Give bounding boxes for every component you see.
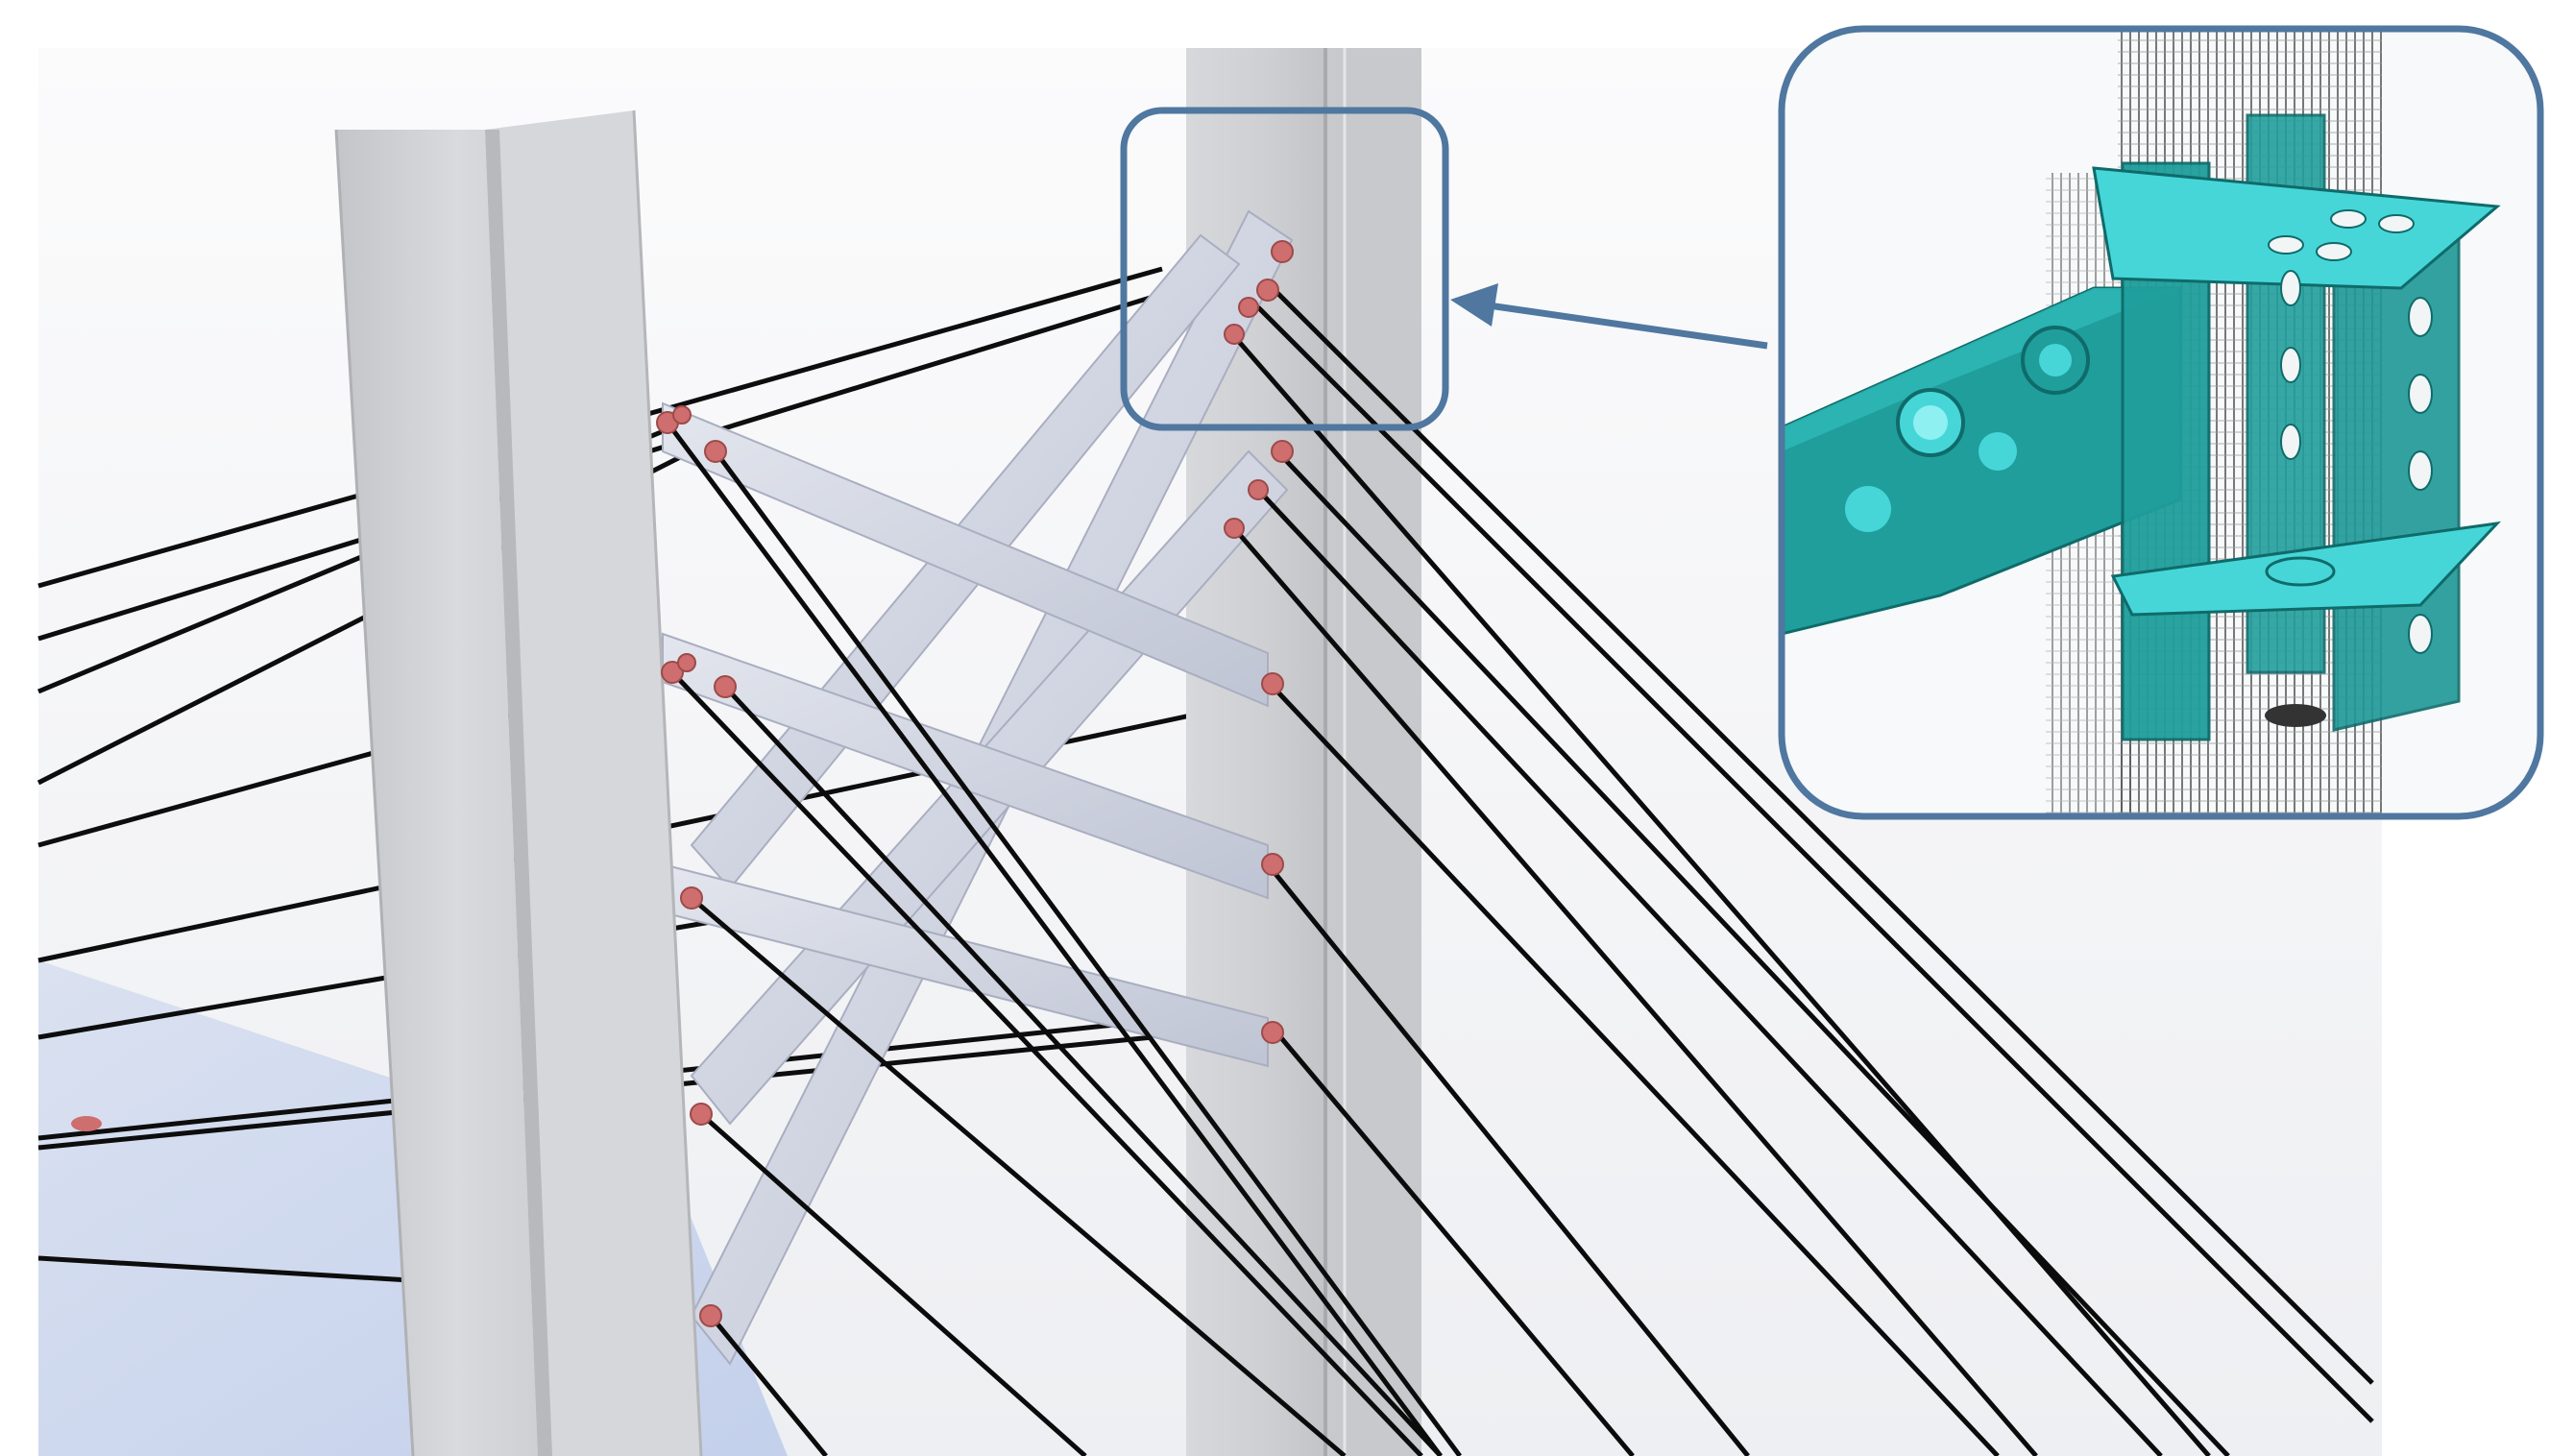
left-tower xyxy=(334,109,703,1456)
stay-cables-right xyxy=(665,286,2374,1456)
cross-struts xyxy=(662,209,1294,1366)
cable-anchors xyxy=(656,240,1294,1327)
deck-anchor xyxy=(71,1116,102,1131)
callout-highlight-box xyxy=(1120,107,1449,431)
anchorage-detail-inset xyxy=(1778,25,2544,820)
arrow-left-icon xyxy=(1450,283,1768,350)
